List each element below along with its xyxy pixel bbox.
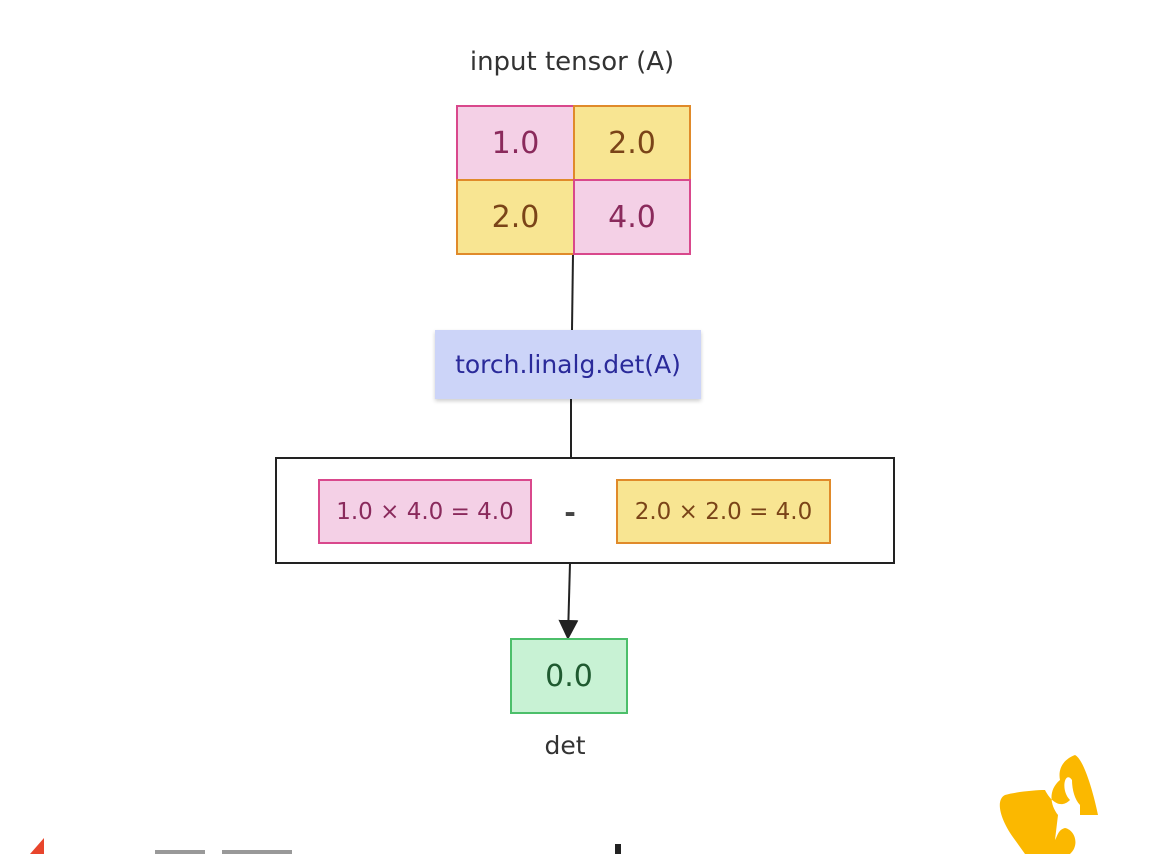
product-left: 1.0 × 4.0 = 4.0 [318,479,532,544]
matrix-cell-0-1: 2.0 [573,105,691,181]
matrix-cell-0-0: 1.0 [456,105,575,181]
mascot-icon [999,755,1098,854]
result-node: 0.0 [510,638,628,714]
matrix-cell-1-0: 2.0 [456,179,575,255]
pytorch-logo-fragment [30,838,621,854]
operation-node: torch.linalg.det(A) [435,330,701,399]
minus-operator: - [564,496,576,529]
input-tensor-label: input tensor (A) [469,47,675,77]
product-right: 2.0 × 2.0 = 4.0 [616,479,831,544]
result-label: det [544,730,586,760]
matrix-cell-1-1: 4.0 [573,179,691,255]
